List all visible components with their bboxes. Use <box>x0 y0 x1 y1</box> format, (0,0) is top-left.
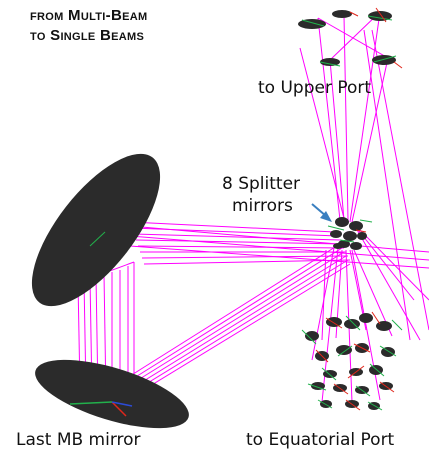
last-mb-mirror <box>35 359 189 429</box>
diagram-title: from Multi-Beam to Single Beams <box>30 6 147 46</box>
splitter-label-line-2: mirrors <box>232 196 293 216</box>
last-mb-mirror-label: Last MB mirror <box>16 430 141 450</box>
splitter-label-line-1: 8 Splitter <box>222 174 301 194</box>
splitter-arrow <box>311 203 332 222</box>
title-line-2: to Single Beams <box>30 27 145 44</box>
beams-to-splitter <box>129 221 429 269</box>
upper-port-mirrors <box>298 7 403 69</box>
equatorial-port-mirrors <box>301 311 403 411</box>
beams-last-to-splitter <box>129 243 351 387</box>
beams-to-upper-port <box>299 11 429 341</box>
large-mb-mirror <box>31 153 161 307</box>
equatorial-port-label: to Equatorial Port <box>246 430 395 450</box>
upper-port-label: to Upper Port <box>258 78 372 98</box>
title-line-1: from Multi-Beam <box>30 7 148 24</box>
splitter-mirrors <box>327 217 373 250</box>
